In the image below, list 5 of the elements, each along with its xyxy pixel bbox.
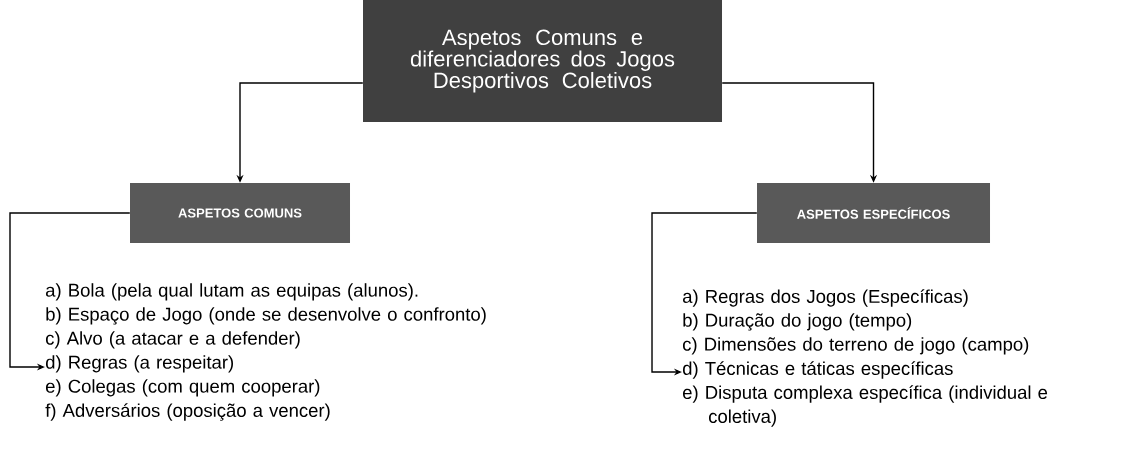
item-list: a) Regras dos Jogos (Específicas) b) Duração do jogo (tempo) c) Dimensões do terreno de jogo (campo) d) Técnicas e táticas específicas e) Disputa complexa específica (individual e coletiva) [683, 289, 1048, 427]
item-list: a) Bola (pela qual lutam as equipas (alunos). b) Espaço de Jogo (onde se desenvolve o confronto) c) Alvo (a atacar e a defender) d) Regras (a respeitar) e) Colegas (com quem cooperar) f) Adversários (oposição a vencer) [45, 283, 486, 421]
category-box: ASPETOS COMUNS [130, 183, 350, 243]
category-box: ASPETOS ESPECÍFICOS [757, 183, 990, 243]
title-box: Aspetos Comuns e diferenciadores dos Jogos Desportivos Coletivos [363, 0, 722, 122]
